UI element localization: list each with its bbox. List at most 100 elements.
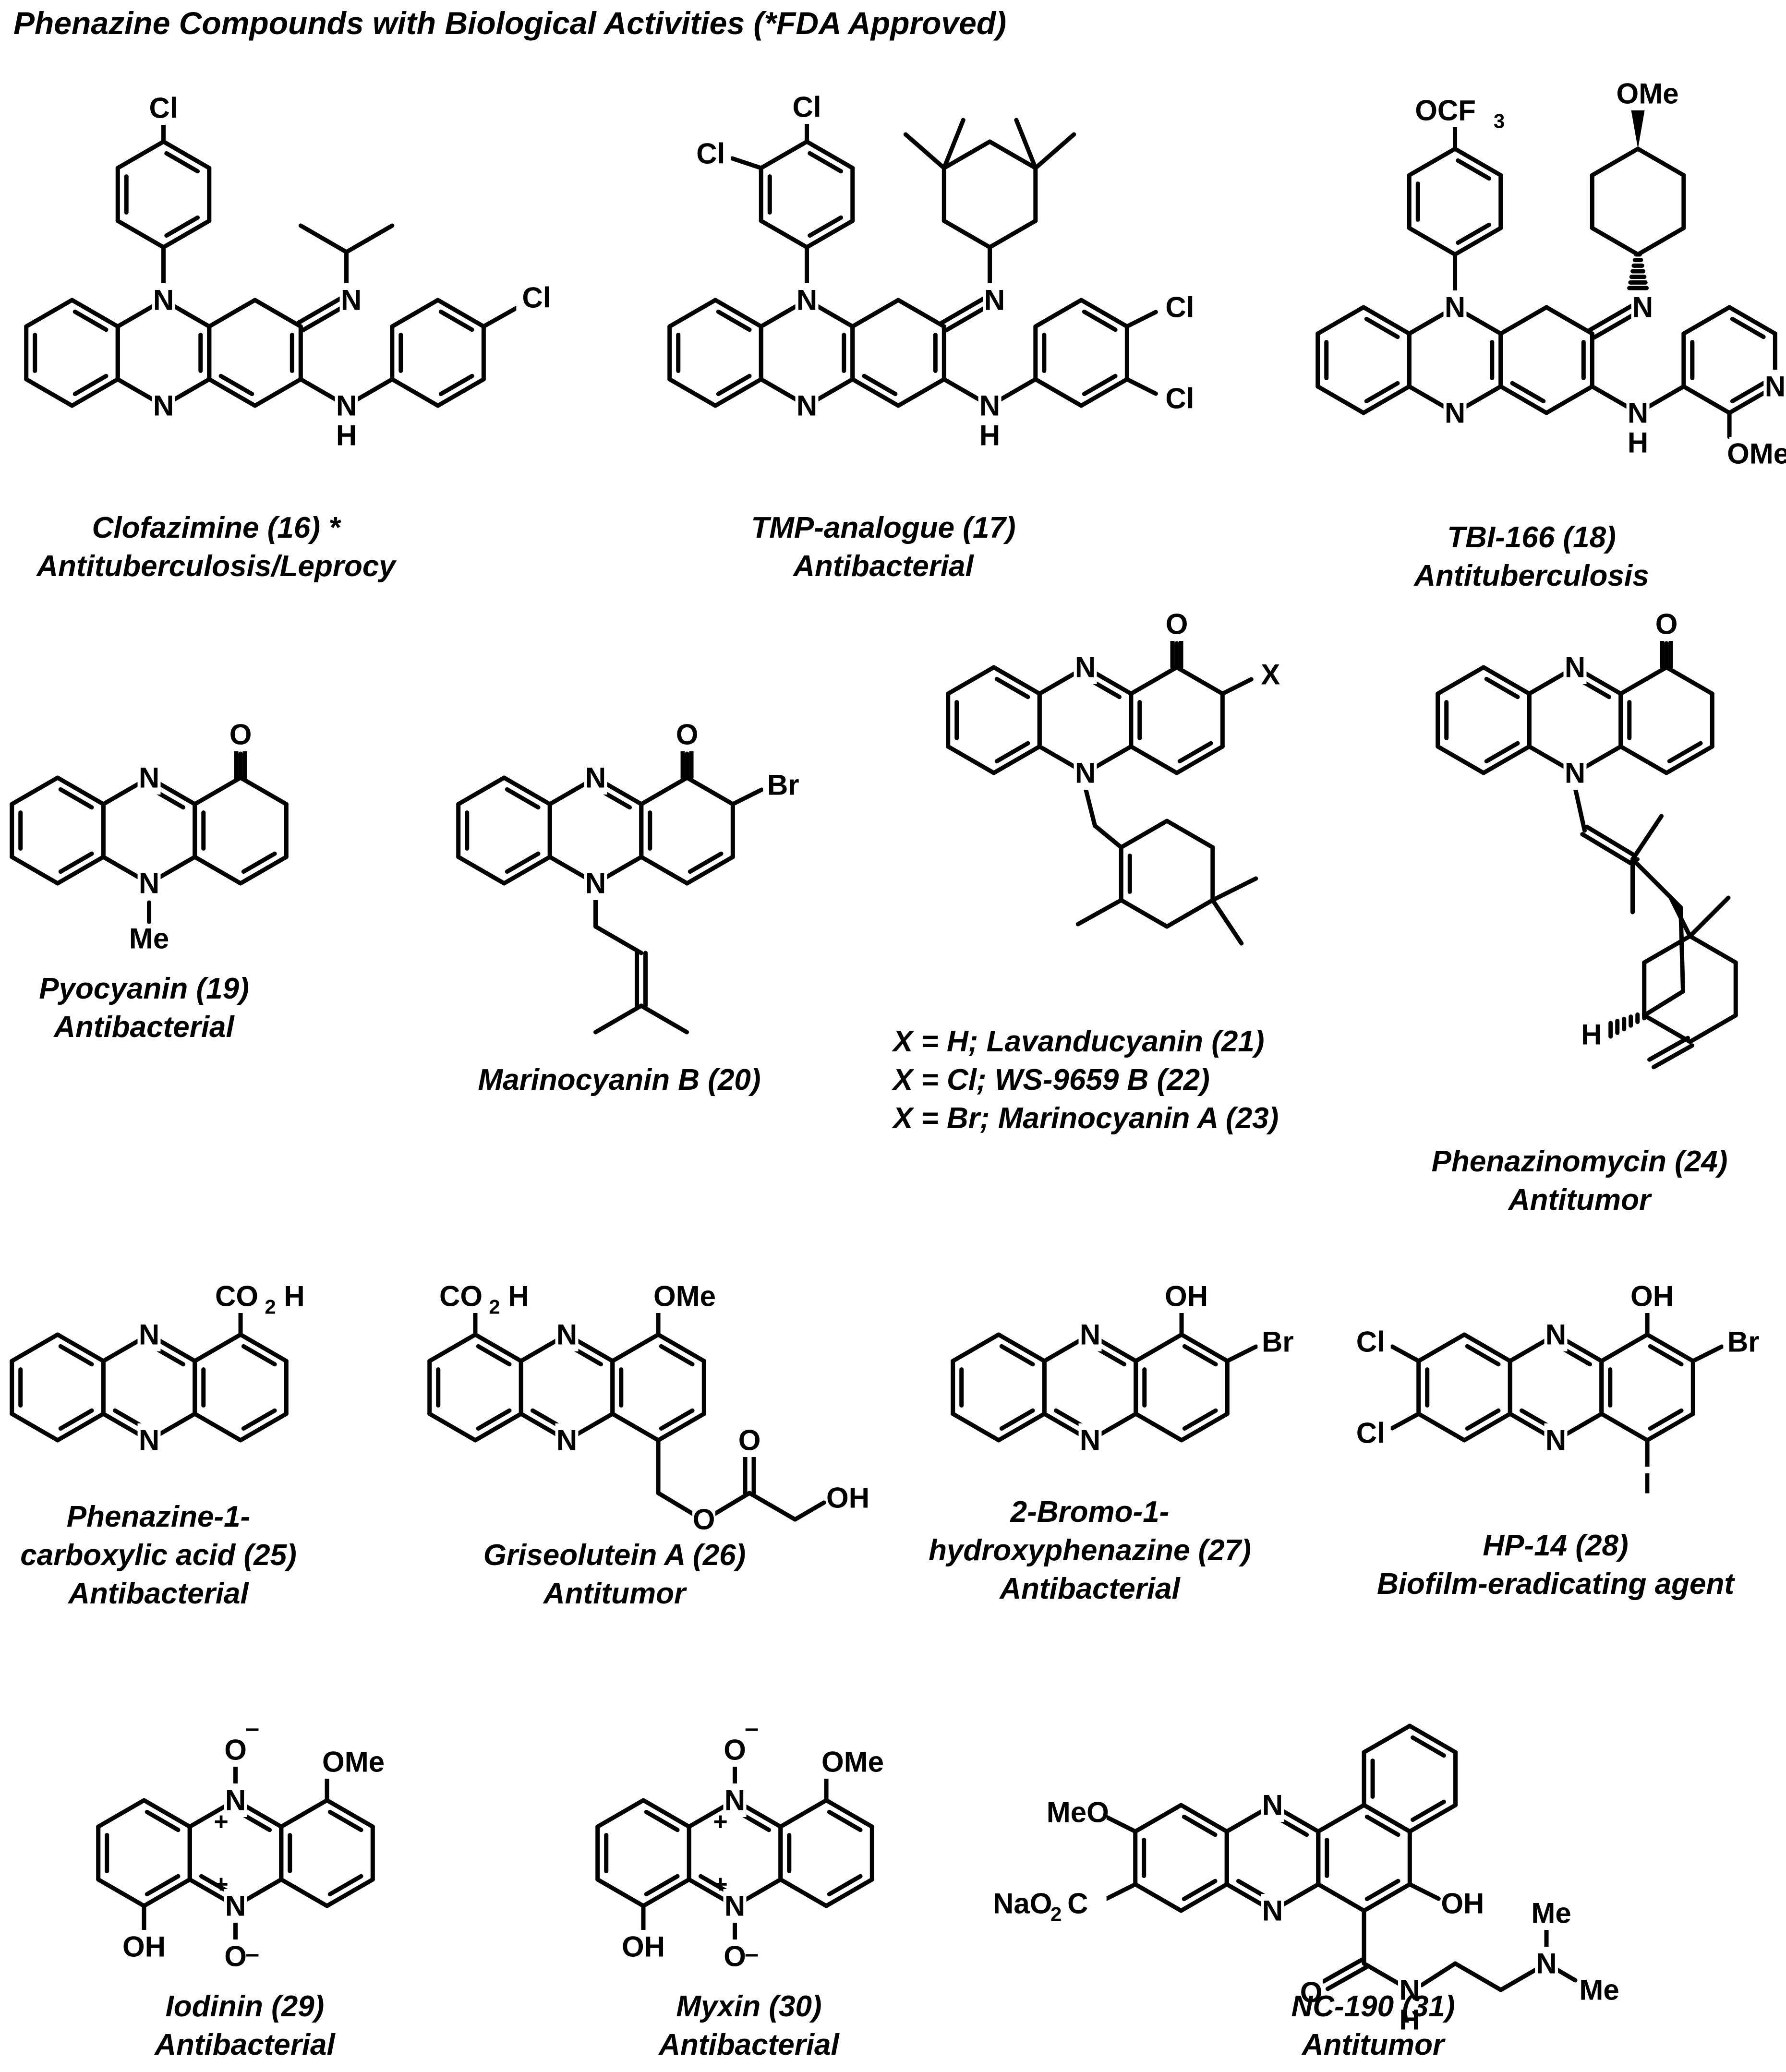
bond [1014, 118, 1038, 170]
bond [1362, 1803, 1412, 1834]
ring-nitrogen: N [556, 1424, 577, 1457]
label-mask [1531, 1896, 1572, 1930]
carboxyl-label: H [284, 1280, 304, 1313]
compound-variant-1: X = H; Lavanducyanin (21) [893, 1025, 1265, 1058]
label-mask [137, 1318, 161, 1351]
compound-name: Clofazimine (16) * [92, 511, 340, 544]
compound-activity: Antibacterial [155, 2028, 335, 2061]
compound-activity: Antibacterial [54, 1011, 234, 1044]
caption-nc-190: NC-190 (31) Antitumor [1239, 1988, 1508, 2064]
bond [1645, 1411, 1695, 1443]
bond [427, 1411, 478, 1443]
bond [1179, 1803, 1229, 1834]
bond [996, 1411, 1047, 1443]
chlorine-atom: Cl [696, 138, 725, 170]
bond [1436, 744, 1486, 775]
bond [161, 218, 212, 250]
bond [1129, 744, 1179, 775]
label-mask [1074, 756, 1097, 790]
bond-double [58, 1344, 94, 1367]
bond [502, 855, 552, 886]
ring-nitrogen: N [225, 1784, 246, 1817]
bond [1119, 819, 1170, 850]
bond [456, 775, 507, 807]
bond [1664, 665, 1714, 696]
bond [685, 775, 735, 807]
iodine-atom: I [1643, 1468, 1652, 1500]
caption-clofazimine: Clofazimine (16) * Antituberculosis/Lepr… [19, 509, 413, 586]
label-mask [1579, 1973, 1620, 2007]
label-mask [1049, 1795, 1107, 1829]
label-mask [1535, 1947, 1558, 1980]
caption-marinocyanin-b: Marinocyanin B (20) [432, 1061, 807, 1099]
label-mask [516, 281, 557, 314]
bond-double [241, 1344, 277, 1367]
bond-double [1588, 301, 1638, 332]
label-mask [1261, 1894, 1284, 1927]
bond-double [1647, 1036, 1690, 1062]
bond [747, 1491, 797, 1522]
bond-double [438, 373, 474, 397]
bond [1453, 226, 1503, 257]
bond [96, 1798, 146, 1829]
bond [1033, 377, 1084, 408]
bond [1681, 305, 1732, 336]
label-mask [224, 1733, 247, 1767]
label-mask [978, 389, 1002, 422]
charge-plus: + [214, 1870, 228, 1898]
hydroxyl-label: OH [1630, 1280, 1674, 1313]
bond-double [164, 215, 200, 238]
bond [850, 377, 901, 408]
imine-nitrogen: N [341, 284, 362, 316]
bond-double [716, 373, 752, 397]
methoxy-label: OMe [322, 1746, 385, 1778]
bond-double [688, 851, 724, 874]
subscript: 3 [1494, 110, 1505, 133]
bond [55, 775, 106, 807]
amine-hydrogen: H [336, 420, 357, 452]
compound-name: HP-14 (28) [1483, 1529, 1629, 1562]
bond [1481, 665, 1532, 696]
bond [1727, 305, 1777, 336]
bond [1174, 665, 1225, 696]
bond [1033, 132, 1076, 170]
bond [1316, 1882, 1366, 1913]
bond [1134, 1332, 1184, 1363]
bond [759, 218, 809, 250]
bond-double [58, 787, 94, 810]
bond [1407, 226, 1458, 257]
ring-nitrogen: N [796, 390, 817, 422]
caption-myxin: Myxin (30) Antibacterial [615, 1988, 883, 2064]
compound-activity: Antituberculosis/Leprocy [36, 550, 396, 583]
hydroxyl-label: OH [122, 1931, 166, 1963]
bond [991, 665, 1042, 696]
label-mask [723, 1889, 747, 1923]
bond [238, 1332, 289, 1363]
label-mask [229, 718, 253, 751]
ring-nitrogen: N [1080, 1424, 1100, 1457]
bond [656, 1491, 697, 1517]
chlorine-atom: Cl [522, 282, 551, 314]
bond [142, 1798, 192, 1829]
bond [325, 1798, 375, 1829]
bond-double [58, 851, 94, 874]
label-mask [1763, 370, 1786, 403]
bond [1390, 1411, 1421, 1431]
ring-nitrogen: N [1545, 1319, 1566, 1351]
methyl-label: Me [1531, 1897, 1571, 1929]
bond-double [1364, 1814, 1400, 1837]
bond-double [476, 1344, 512, 1367]
bond [1361, 384, 1412, 415]
bond [996, 1332, 1047, 1363]
substituent-x: X [1261, 659, 1280, 691]
bond-double [1510, 381, 1546, 404]
bond [1390, 1344, 1421, 1363]
bond [1462, 1411, 1512, 1443]
bond [427, 1332, 478, 1363]
chlorine-atom: Cl [793, 91, 821, 123]
label-mask [1419, 94, 1510, 127]
bond [1083, 785, 1098, 828]
bond-double [164, 151, 200, 174]
bond [1462, 1332, 1512, 1363]
bond [639, 1003, 689, 1035]
